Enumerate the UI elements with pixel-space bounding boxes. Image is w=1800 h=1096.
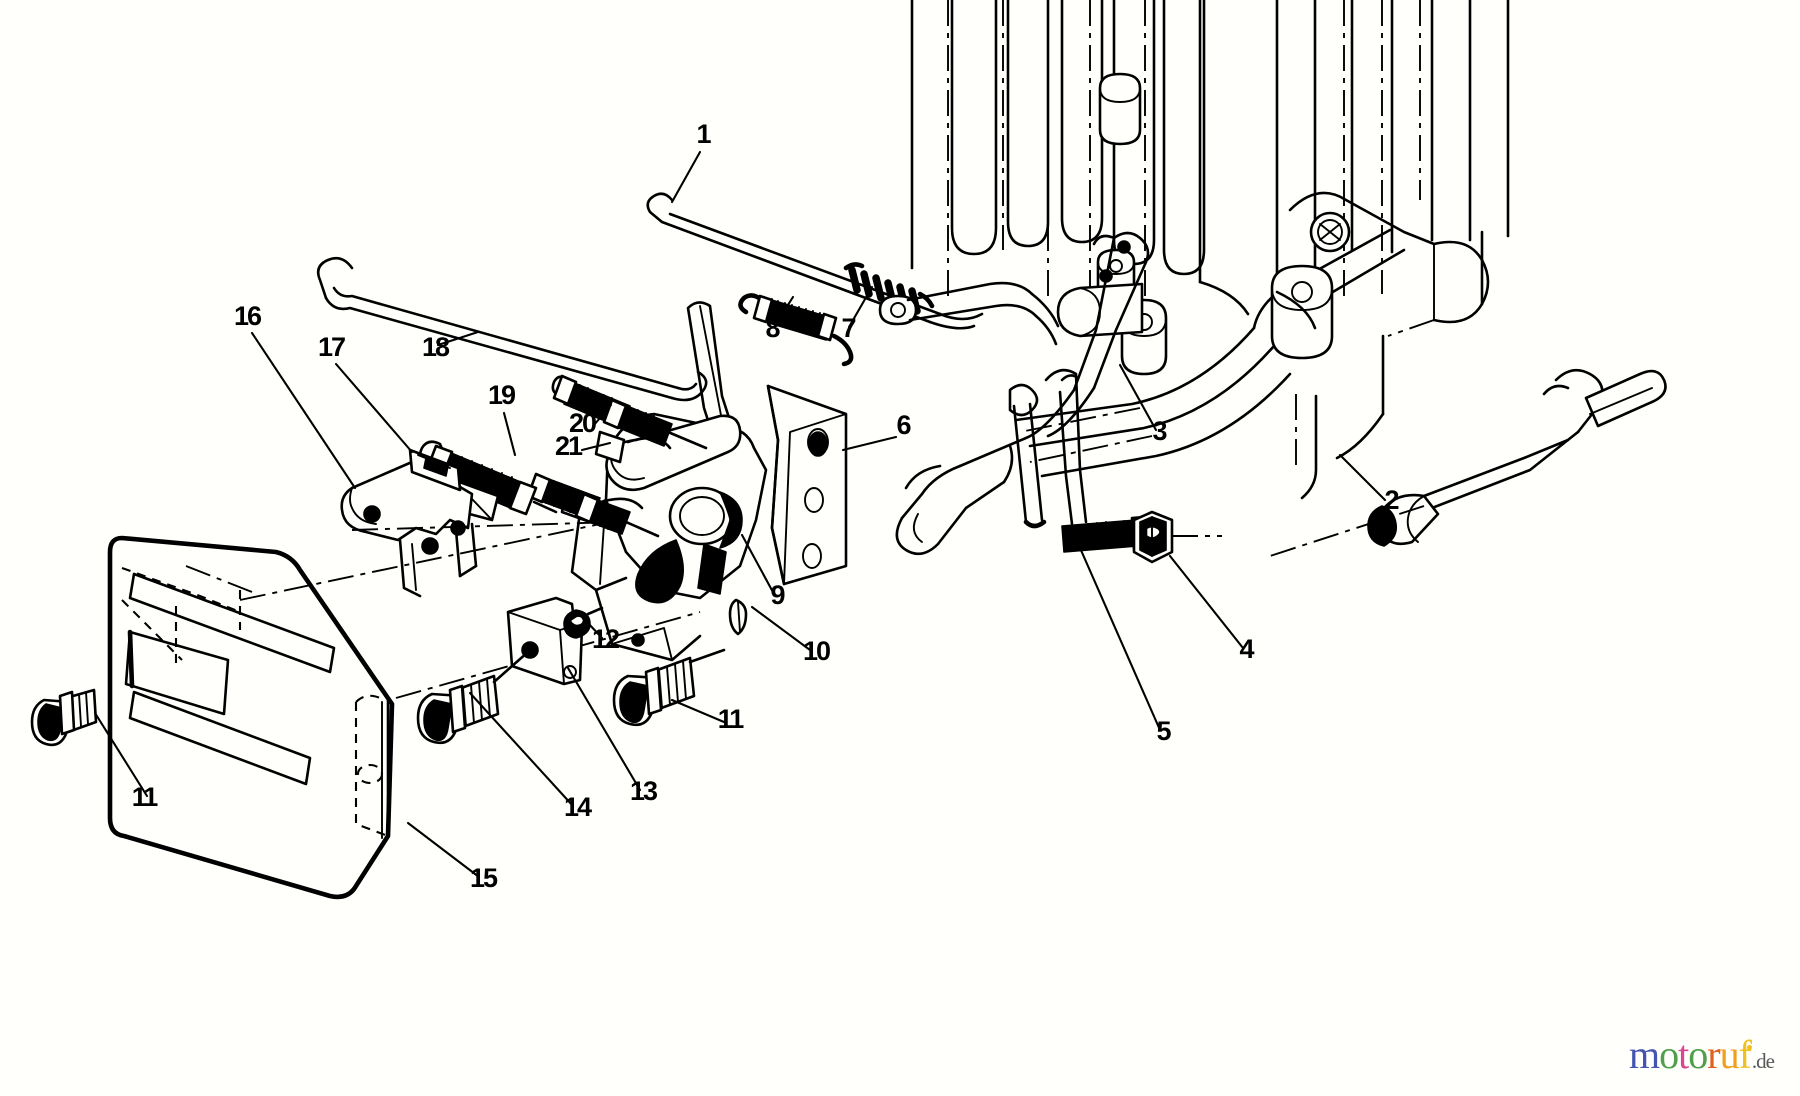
callout-19: 19 [488,380,518,457]
callout-17: 17 [318,332,414,454]
watermark-letter: u [1719,1032,1740,1077]
callout-leader-line [93,711,149,798]
callout-leader-line [566,666,642,792]
callout-21: 21 [555,431,612,461]
callout-3: 3 [1118,363,1169,446]
callout-leader-line [670,150,702,204]
callout-6: 6 [841,410,913,452]
callout-2: 2 [1338,453,1400,515]
callout-label: 7 [841,313,855,343]
callout-leader-line [750,605,812,652]
part-20-spring-upper [551,374,708,450]
callout-5: 5 [1071,530,1173,746]
callout-20: 20 [569,403,613,438]
callout-11: 11 [93,711,160,812]
callout-leader-line [1338,453,1387,502]
callout-leader-line [1168,554,1245,650]
callout-label: 9 [770,580,785,610]
part-2-control-handle [1269,368,1667,557]
callout-leader-line [841,435,898,452]
callout-16: 16 [234,301,357,490]
callout-label: 5 [1156,716,1171,746]
callout-label: 1 [696,119,711,149]
callout-leader-line [406,821,481,879]
callout-10: 10 [750,605,832,666]
part-7-governor-link [878,281,1060,346]
callout-label: 17 [318,332,345,362]
part-14-bolt [416,650,530,745]
callout-leader-line [580,441,612,452]
callout-leader-line [670,698,726,724]
watermark-letter: f [1738,1032,1752,1077]
watermark-letter: o [1688,1032,1708,1077]
callout-label: 13 [630,776,658,806]
callout-9: 9 [740,533,787,610]
callout-8: 8 [765,295,795,343]
brake-spring [1061,519,1139,553]
callout-1: 1 [670,119,713,204]
callout-label: 2 [1384,485,1398,515]
callout-leader-line [1071,530,1162,732]
watermark-letter: o [1659,1032,1679,1077]
part-4-hex-nut [1132,510,1222,564]
watermark-letter: m [1629,1032,1660,1077]
callout-leader-line [740,533,776,596]
callout-label: 11 [132,782,159,812]
callout-label: 16 [234,301,262,331]
part-8-extension-spring [738,293,854,367]
callout-label: 21 [555,431,583,461]
callout-leader-line [847,285,874,329]
engine-shroud-group [910,0,1510,340]
watermark-letter: t [1678,1032,1689,1077]
part-6-control-bracket [560,301,848,662]
part-18-secondary-rod [316,256,708,402]
callout-leader-line [468,691,575,808]
motoruf-watermark: motoruf.de [1629,1031,1775,1078]
callout-leader-line [772,295,795,329]
callout-label: 20 [569,408,596,438]
callout-15: 15 [406,821,500,893]
callout-11b: 11 [670,698,746,734]
part-1-upper-control-rod [646,192,984,330]
part-11-bolt-right [612,648,726,727]
callout-13: 13 [566,666,660,806]
callout-label: 10 [803,636,830,666]
callout-label: 6 [896,410,911,440]
callout-leader-line [334,362,414,454]
callout-label: 14 [564,792,592,822]
part-21-spring-lower [526,472,660,538]
callout-label: 3 [1152,416,1167,446]
callout-label: 15 [470,863,498,893]
callout-label: 8 [765,313,780,343]
callout-leader-line [586,621,604,640]
callout-12: 12 [586,621,621,654]
watermark-suffix: .de [1751,1049,1775,1073]
part-12-clevis-pin [563,606,604,639]
handle-bracket-phantom [1014,191,1490,500]
callout-14: 14 [468,691,594,822]
callout-7: 7 [841,285,874,343]
part-9-10-spacer-pin [728,598,748,636]
callout-label: 11 [718,704,745,734]
part-5-brake-lever [895,231,1150,556]
part-16-17-latch-plate [340,448,478,598]
part-15-shield-plate [30,521,701,900]
callout-leader-line [592,403,613,427]
callout-label: 4 [1239,634,1254,664]
callout-4: 4 [1168,554,1256,664]
callout-leader-line [1118,363,1158,432]
watermark-letter: r [1707,1032,1720,1077]
callout-leader-line [436,330,480,347]
callout-leader-line [250,331,357,490]
rod-spring-coil [843,262,935,315]
part-11-bolt-left [30,688,98,747]
callout-label: 12 [592,624,619,654]
watermark-dot-accent [1746,1045,1752,1050]
callout-label: 19 [488,380,516,410]
callout-label: 18 [422,332,450,362]
callout-leader-line [502,411,517,457]
callout-18: 18 [422,330,480,362]
